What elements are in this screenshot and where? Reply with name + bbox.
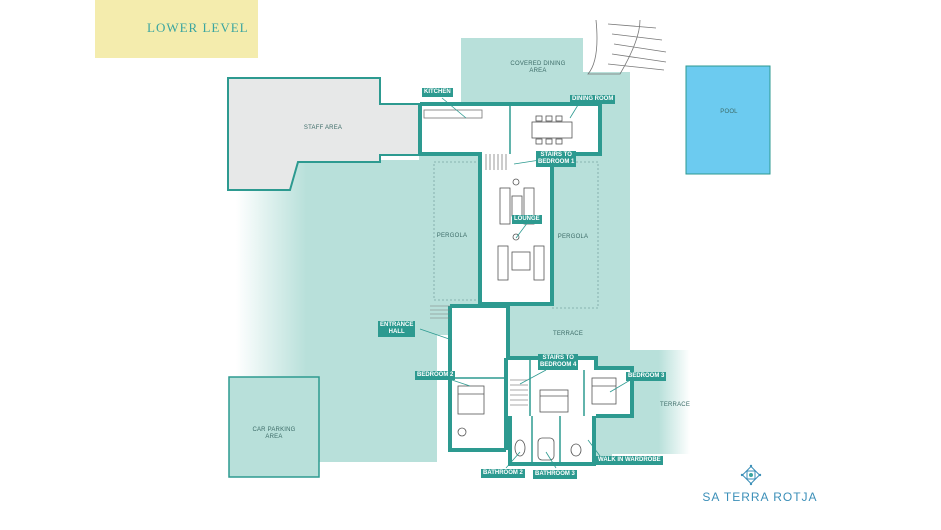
exterior-staircase-icon	[587, 19, 667, 75]
lounge-furniture-icon	[497, 178, 545, 281]
stairs-bedroom4-icon	[510, 379, 528, 406]
bedroom2-tag: BEDROOM 2	[415, 371, 456, 380]
house-inner-walls	[450, 104, 585, 464]
terrace-main-label: TERRACE	[552, 331, 584, 337]
stairs-bedroom4-tag: STAIRS TO BEDROOM 4	[538, 354, 579, 370]
bedroom2-bed-icon	[457, 385, 485, 415]
brand-name: SA TERRA ROTJA	[702, 490, 818, 504]
bathroom3-tag: BATHROOM 3	[533, 470, 577, 479]
bathroom-fixtures-icon	[457, 427, 582, 461]
terrace-right-label: TERRACE	[659, 402, 691, 408]
covered-dining-label: COVERED DINING AREA	[510, 61, 566, 74]
entrance-hall-tag: ENTRANCE HALL	[378, 321, 416, 337]
covered-dining-area	[461, 38, 583, 104]
car-parking-area	[228, 376, 320, 478]
pergola-left-label: PERGOLA	[436, 233, 468, 239]
lounge-tag: LOUNGE	[512, 215, 542, 224]
staff-area	[227, 77, 421, 191]
walk-in-wardrobe-tag: WALK IN WARDROBE	[596, 456, 663, 465]
level-title: LOWER LEVEL	[147, 20, 249, 35]
kitchen-counter-icon	[423, 109, 483, 119]
pool	[685, 65, 771, 175]
level-title-banner: LOWER LEVEL	[95, 0, 258, 58]
entrance-steps-icon	[430, 305, 450, 319]
bathroom2-tag: BATHROOM 2	[481, 469, 525, 478]
bedroom3-bed-icon	[591, 377, 617, 405]
label-pointers	[419, 97, 633, 469]
bedroom4-bed-icon	[539, 389, 569, 413]
pergola-right-label: PERGOLA	[557, 234, 589, 240]
stairs-bedroom1-tag: STAIRS TO BEDROOM 1	[536, 151, 577, 167]
dining-room-tag: DINING ROOM	[570, 95, 616, 104]
bedroom3-tag: BEDROOM 3	[626, 372, 667, 381]
car-parking-label: CAR PARKING AREA	[252, 427, 296, 440]
stairs-bedroom1-icon	[485, 154, 507, 170]
staff-area-label: STAFF AREA	[303, 125, 343, 131]
ornament-icon	[740, 464, 762, 486]
dining-table-icon	[531, 115, 573, 145]
pool-label: POOL	[720, 109, 738, 115]
kitchen-tag: KITCHEN	[422, 88, 453, 97]
